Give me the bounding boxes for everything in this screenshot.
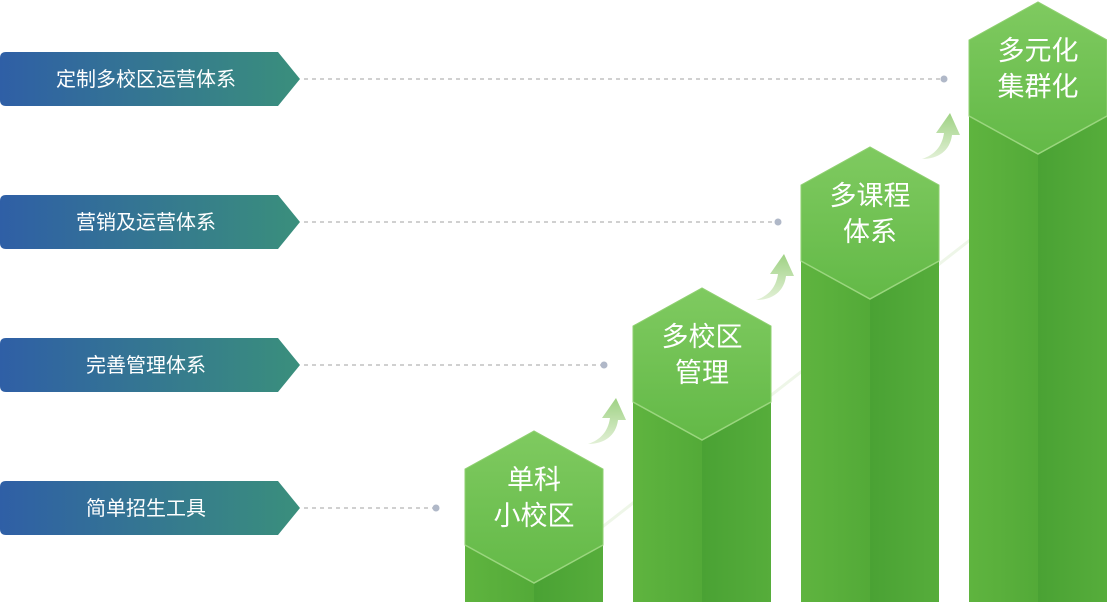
tag-label: 完善管理体系 [86,353,206,377]
stage-label: 体系 [843,217,897,248]
arrow-shape [922,113,960,159]
stage-label: 多校区 [662,322,743,353]
up-arrow-icon [588,398,626,444]
tag-label: 营销及运营体系 [76,210,216,234]
level-tag: 完善管理体系 [0,338,300,392]
up-arrow-icon [922,113,960,159]
stage-label: 集群化 [998,72,1079,103]
hexagon-edge [464,544,604,584]
arrow-shape [756,254,794,300]
level-tag: 定制多校区运营体系 [0,52,300,106]
tag-label: 定制多校区运营体系 [56,67,236,91]
tag-shape [0,195,300,249]
stage-label: 管理 [675,358,729,389]
tag-shape [0,338,300,392]
stage-label: 小校区 [494,501,575,532]
tag-shape [0,52,300,106]
connector-dot [600,361,608,369]
connector-dot [774,218,782,226]
connector-lines [304,75,948,512]
connector-dot [940,75,948,83]
level-tag: 营销及运营体系 [0,195,300,249]
hexagon-edge [800,260,940,300]
stage-label: 多课程 [830,181,911,212]
tag-label: 简单招生工具 [86,496,206,520]
tag-shape [0,481,300,535]
hexagon-edge [632,401,772,441]
arrow-shape [588,398,626,444]
up-arrow-icon [756,254,794,300]
level-tag: 简单招生工具 [0,481,300,535]
hexagon-edge [968,115,1107,155]
stage-label: 多元化 [998,36,1079,67]
growth-arrows [588,113,960,444]
connector-dot [432,504,440,512]
stage-label: 单科 [507,465,561,496]
